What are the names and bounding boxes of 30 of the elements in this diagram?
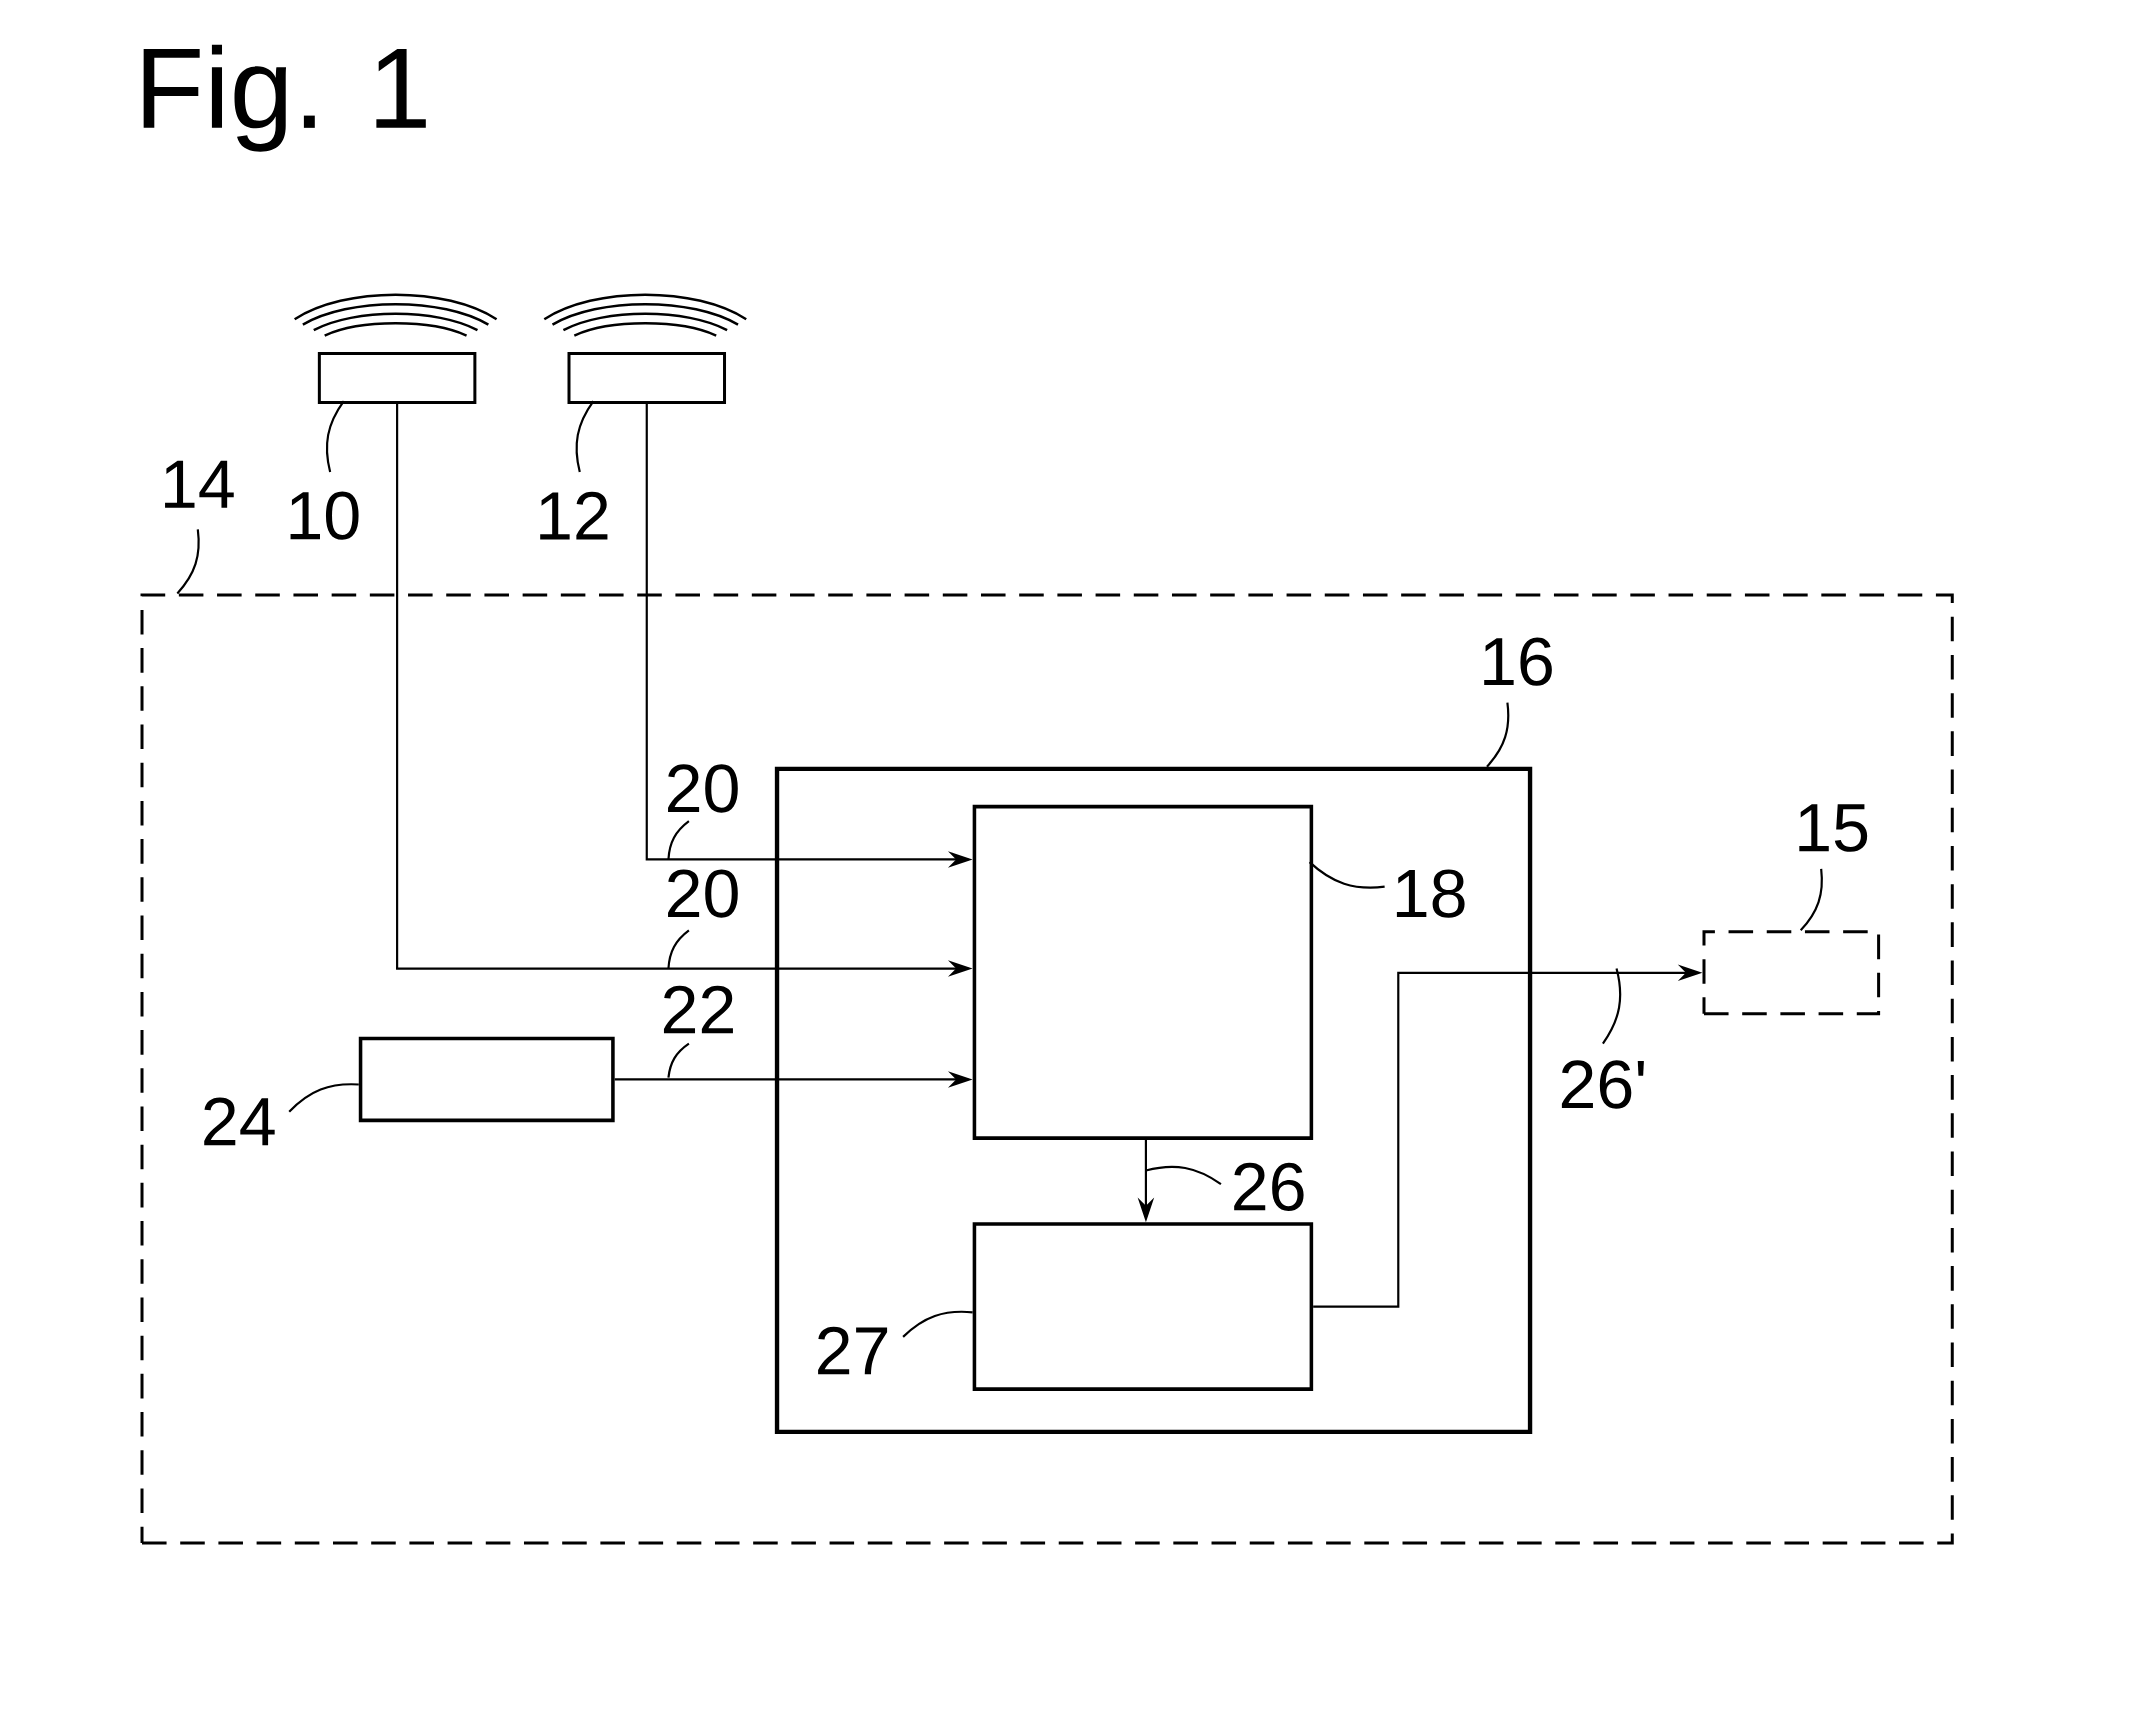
block-box <box>972 804 1314 1140</box>
block-box <box>567 352 726 405</box>
figure-title: Fig. 1 <box>143 44 426 152</box>
leader-line <box>575 400 595 473</box>
leader-line <box>288 1083 359 1113</box>
leader-line <box>1486 702 1510 768</box>
reference-numeral: 15 <box>1799 804 1868 852</box>
leader-line <box>176 529 200 595</box>
reference-numeral: 26' <box>1561 1060 1644 1109</box>
reference-numeral: 10 <box>290 491 359 540</box>
reference-numeral: 24 <box>204 1097 275 1146</box>
leader-line <box>325 400 345 473</box>
reference-numeral: 27 <box>818 1326 888 1375</box>
block-box <box>358 1036 615 1123</box>
leader-line <box>902 1310 973 1338</box>
reference-numeral: 14 <box>165 460 234 508</box>
block-box <box>140 593 1954 1545</box>
reference-numeral: 20 <box>668 764 738 813</box>
leader-line <box>1799 868 1823 932</box>
reference-numeral: 26 <box>1234 1162 1304 1211</box>
reference-numeral: 20 <box>668 869 738 918</box>
block-box <box>1702 930 1881 1016</box>
leader-line <box>1308 861 1385 889</box>
block-box <box>774 766 1533 1435</box>
reference-numeral: 12 <box>540 491 608 540</box>
block-box <box>972 1222 1314 1391</box>
reference-numeral: 18 <box>1396 869 1465 918</box>
reference-numeral: 22 <box>663 985 733 1034</box>
block-box <box>317 352 477 405</box>
reference-numeral: 16 <box>1484 637 1552 686</box>
